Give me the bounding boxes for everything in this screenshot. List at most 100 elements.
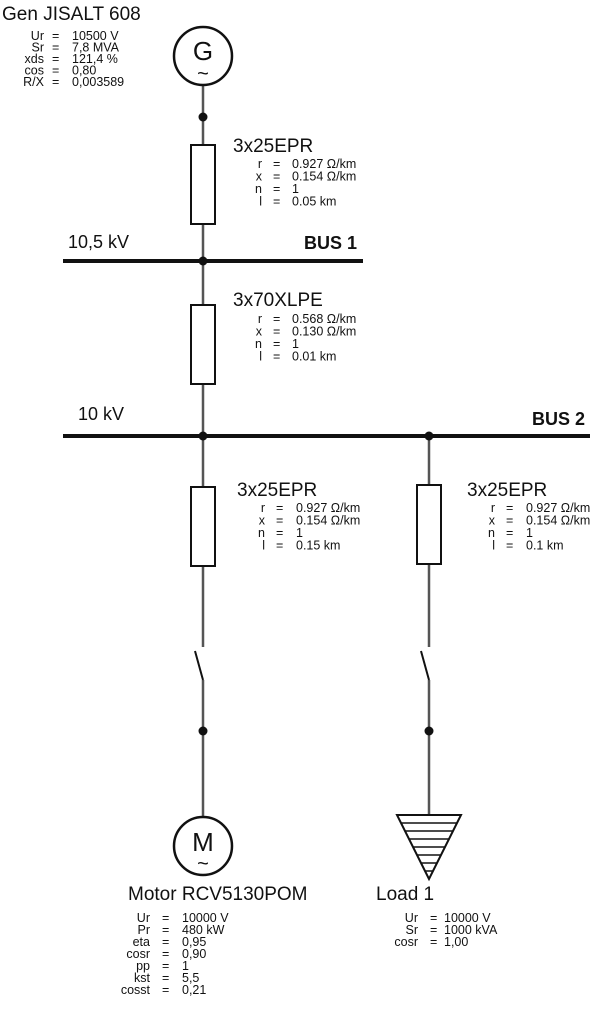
bus2-voltage: 10 kV [78, 404, 124, 424]
cable1-symbol[interactable] [190, 144, 216, 225]
cable1-param-equals: = [273, 195, 280, 209]
cable3-title: 3x25EPR [237, 480, 317, 501]
cable1-param-value: 0.05 km [292, 195, 336, 209]
cable3-param-equals: = [276, 539, 283, 553]
motor-symbol[interactable]: M ~ [172, 815, 234, 877]
cable3-symbol[interactable] [190, 486, 216, 567]
motor-title: Motor RCV5130POM [128, 884, 308, 905]
motor-param-key: kst [134, 971, 151, 985]
motor-param-value: 0,95 [182, 935, 206, 949]
load-param-equals: = [430, 935, 437, 949]
cable4-param-equals: = [506, 501, 513, 515]
cable1-param-value: 0.154 Ω/km [292, 170, 356, 184]
load-param-equals: = [430, 911, 437, 925]
load-symbol[interactable] [395, 814, 463, 882]
cable4-param-value: 0.1 km [526, 539, 564, 553]
cable4-param-value: 0.927 Ω/km [526, 501, 590, 515]
generator-param-equals: = [52, 52, 59, 66]
cable4-param-key: x [489, 514, 496, 528]
load-param-value: 10000 V [444, 911, 491, 925]
motor-param-key: Pr [138, 923, 151, 937]
cable1-param-value: 0.927 Ω/km [292, 157, 356, 171]
node-load-feeder [424, 726, 434, 736]
cable2-title: 3x70XLPE [233, 290, 323, 311]
cable4-param-equals: = [506, 514, 513, 528]
cable3-param-equals: = [276, 501, 283, 515]
cable4-params: r=0.927 Ω/kmx=0.154 Ω/kmn=1l=0.1 km [488, 501, 590, 553]
generator-param-value: 7,8 MVA [72, 41, 120, 55]
motor-param-value: 1 [182, 959, 189, 973]
cable2-param-value: 0.568 Ω/km [292, 312, 356, 326]
motor-param-equals: = [162, 911, 169, 925]
cable4-param-key: r [491, 501, 495, 515]
cable2-param-equals: = [273, 312, 280, 326]
cable3-param-key: x [259, 514, 266, 528]
cable3-params: r=0.927 Ω/kmx=0.154 Ω/kmn=1l=0.15 km [258, 501, 360, 553]
node-bus2-left [198, 431, 208, 441]
motor-param-value: 10000 V [182, 911, 229, 925]
cable2-params: r=0.568 Ω/kmx=0.130 Ω/kmn=1l=0.01 km [255, 312, 356, 364]
load-param-value: 1000 kVA [444, 923, 498, 937]
load-param-key: cosr [394, 935, 418, 949]
generator-param-value: 0,003589 [72, 75, 124, 89]
generator-param-key: Sr [32, 41, 45, 55]
cable4-param-key: l [492, 539, 495, 553]
cable2-symbol[interactable] [190, 304, 216, 385]
generator-title: Gen JISALT 608 [2, 4, 141, 25]
generator-letter: G [193, 36, 213, 66]
cable3-param-value: 1 [296, 526, 303, 540]
motor-param-equals: = [162, 947, 169, 961]
load-param-equals: = [430, 923, 437, 937]
cable4-symbol[interactable] [416, 484, 442, 565]
switch-load[interactable] [420, 650, 430, 681]
cable1-params: r=0.927 Ω/kmx=0.154 Ω/kmn=1l=0.05 km [255, 157, 356, 209]
cable3-param-value: 0.927 Ω/km [296, 501, 360, 515]
motor-params: Ur=10000 VPr=480 kWeta=0,95cosr=0,90pp=1… [121, 911, 229, 997]
motor-param-key: pp [136, 959, 150, 973]
motor-param-value: 0,90 [182, 947, 206, 961]
load-param-value: 1,00 [444, 935, 468, 949]
cable4-param-equals: = [506, 539, 513, 553]
cable3-param-equals: = [276, 526, 283, 540]
generator-param-equals: = [52, 75, 59, 89]
node-bus1 [198, 256, 208, 266]
cable4-title: 3x25EPR [467, 480, 547, 501]
cable2-param-key: r [258, 312, 262, 326]
generator-param-key: Ur [31, 29, 44, 43]
motor-param-equals: = [162, 935, 169, 949]
motor-tilde: ~ [197, 853, 209, 875]
motor-param-equals: = [162, 959, 169, 973]
cable4-param-value: 0.154 Ω/km [526, 514, 590, 528]
bus1-name: BUS 1 [304, 233, 357, 253]
generator-param-value: 0,80 [72, 64, 96, 78]
cable4-param-value: 1 [526, 526, 533, 540]
motor-param-key: cosst [121, 983, 151, 997]
generator-param-equals: = [52, 41, 59, 55]
cable3-param-value: 0.15 km [296, 539, 340, 553]
motor-param-key: eta [133, 935, 150, 949]
motor-param-value: 480 kW [182, 923, 225, 937]
cable2-param-equals: = [273, 350, 280, 364]
load-param-key: Ur [405, 911, 418, 925]
cable2-param-key: l [259, 350, 262, 364]
motor-param-equals: = [162, 971, 169, 985]
motor-param-key: cosr [126, 947, 150, 961]
switch-motor[interactable] [194, 650, 204, 681]
cable3-param-key: r [261, 501, 265, 515]
motor-letter: M [192, 827, 214, 857]
cable2-param-value: 1 [292, 337, 299, 351]
cable2-param-value: 0.01 km [292, 350, 336, 364]
cable1-param-key: l [259, 195, 262, 209]
cable3-param-equals: = [276, 514, 283, 528]
cable1-param-key: x [256, 170, 263, 184]
load-param-key: Sr [406, 923, 419, 937]
bus1-voltage: 10,5 kV [68, 232, 129, 252]
cable1-param-key: r [258, 157, 262, 171]
generator-symbol[interactable]: G ~ [172, 25, 234, 87]
cable1-title: 3x25EPR [233, 136, 313, 157]
generator-param-equals: = [52, 29, 59, 43]
generator-param-key: xds [25, 52, 44, 66]
cable4-param-key: n [488, 526, 495, 540]
